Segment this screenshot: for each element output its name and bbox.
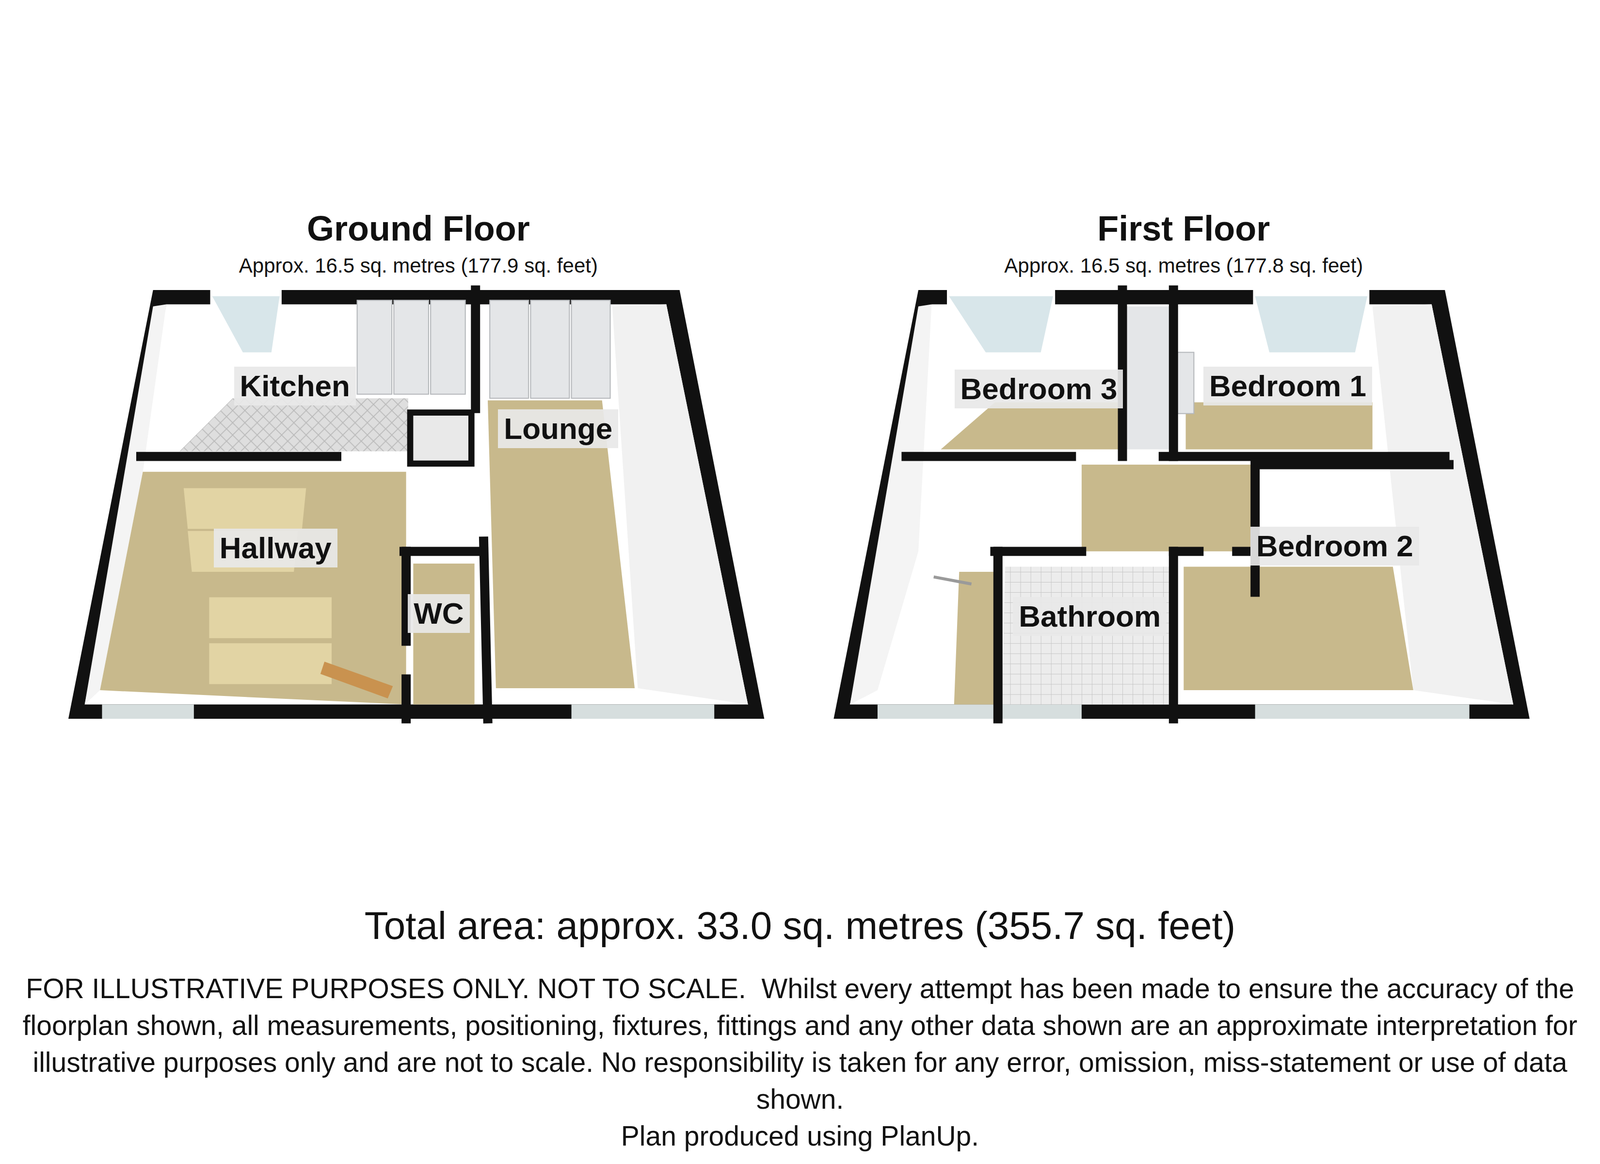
wc-floor: [413, 563, 475, 704]
lounge-floor: [487, 400, 635, 688]
room-label-box: Kitchen: [234, 366, 356, 406]
window: [101, 704, 194, 719]
disclaimer-text: FOR ILLUSTRATIVE PURPOSES ONLY. NOT TO S…: [14, 969, 1586, 1118]
outer-wall: [833, 289, 1530, 719]
floor-strip: [954, 571, 995, 705]
interior-wall: [994, 546, 1082, 556]
cupboard-door: [357, 300, 393, 395]
floor-area-text: Approx. 16.5 sq. metres (177.9 sq. feet): [61, 253, 776, 278]
hallway-floor: [99, 471, 406, 705]
room-name: Lounge: [503, 411, 613, 447]
wall-face: [849, 304, 1514, 705]
cupboard-door: [530, 300, 570, 399]
room-label-box: Hallway: [213, 528, 338, 568]
interior-wall: [403, 546, 484, 556]
wall-face-shade: [849, 304, 932, 705]
towel-rail: [933, 576, 972, 584]
closet: [1126, 306, 1169, 450]
window: [948, 296, 1054, 353]
cupboard: [410, 412, 472, 464]
door-mat: [320, 661, 393, 699]
cupboard-door: [393, 300, 429, 395]
interior-wall: [993, 551, 1003, 719]
outer-wall: [68, 289, 765, 719]
room-label-box: Lounge: [497, 409, 619, 448]
room-label-box: Bedroom 1: [1203, 366, 1373, 406]
room-name: Hallway: [219, 530, 332, 566]
interior-wall: [1257, 460, 1450, 470]
disclaimer-block: FOR ILLUSTRATIVE PURPOSES ONLY. NOT TO S…: [14, 969, 1586, 1154]
window: [571, 704, 715, 719]
bedroom-floor: [1185, 402, 1373, 450]
cupboard-door: [430, 300, 466, 395]
window: [1255, 704, 1470, 719]
interior-wall: [906, 451, 1072, 462]
kitchen-floor: [179, 398, 408, 451]
interior-wall: [1173, 546, 1200, 556]
landing-floor: [1081, 464, 1256, 552]
room-name: Bedroom 2: [1256, 528, 1414, 564]
stair-step: [208, 597, 332, 639]
interior-wall: [1168, 289, 1179, 457]
floor-plan-area: Ground FloorApprox. 16.5 sq. metres (177…: [61, 198, 776, 722]
window: [212, 296, 280, 353]
interior-wall: [1163, 451, 1445, 462]
room-name: Bedroom 3: [960, 371, 1118, 407]
floor-plan-area: First FloorApprox. 16.5 sq. metres (177.…: [826, 198, 1541, 722]
room-name: WC: [413, 595, 464, 631]
window: [877, 704, 1082, 719]
room-label-box: WC: [407, 593, 470, 633]
stair-step: [183, 487, 307, 529]
room-name: Bathroom: [1018, 598, 1161, 634]
bathroom-floor: [1002, 566, 1172, 704]
bedroom-floor: [1183, 566, 1414, 690]
wall-face-shade: [612, 304, 749, 705]
window: [1255, 296, 1368, 353]
interior-wall: [1168, 551, 1179, 719]
floor-area-text: Approx. 16.5 sq. metres (177.8 sq. feet): [826, 253, 1541, 278]
cupboard-door: [571, 300, 611, 399]
floor-heading: Ground Floor: [61, 208, 776, 249]
interior-wall: [470, 289, 480, 409]
total-area-caption: Total area: approx. 33.0 sq. metres (355…: [0, 902, 1600, 949]
interior-wall: [483, 541, 488, 719]
interior-wall: [140, 451, 337, 462]
room-name: Bedroom 1: [1209, 368, 1367, 404]
cupboard-door: [489, 300, 529, 399]
bedroom-floor: [940, 402, 1120, 450]
stair-step: [208, 642, 332, 684]
credit-text: Plan produced using PlanUp.: [14, 1117, 1586, 1154]
room-label-box: Bedroom 2: [1250, 526, 1420, 566]
room-label-box: Bedroom 3: [954, 369, 1124, 409]
room-label-box: Bathroom: [1012, 596, 1167, 636]
floor-heading: First Floor: [826, 208, 1541, 249]
interior-wall: [401, 678, 411, 719]
room-name: Kitchen: [240, 368, 351, 404]
